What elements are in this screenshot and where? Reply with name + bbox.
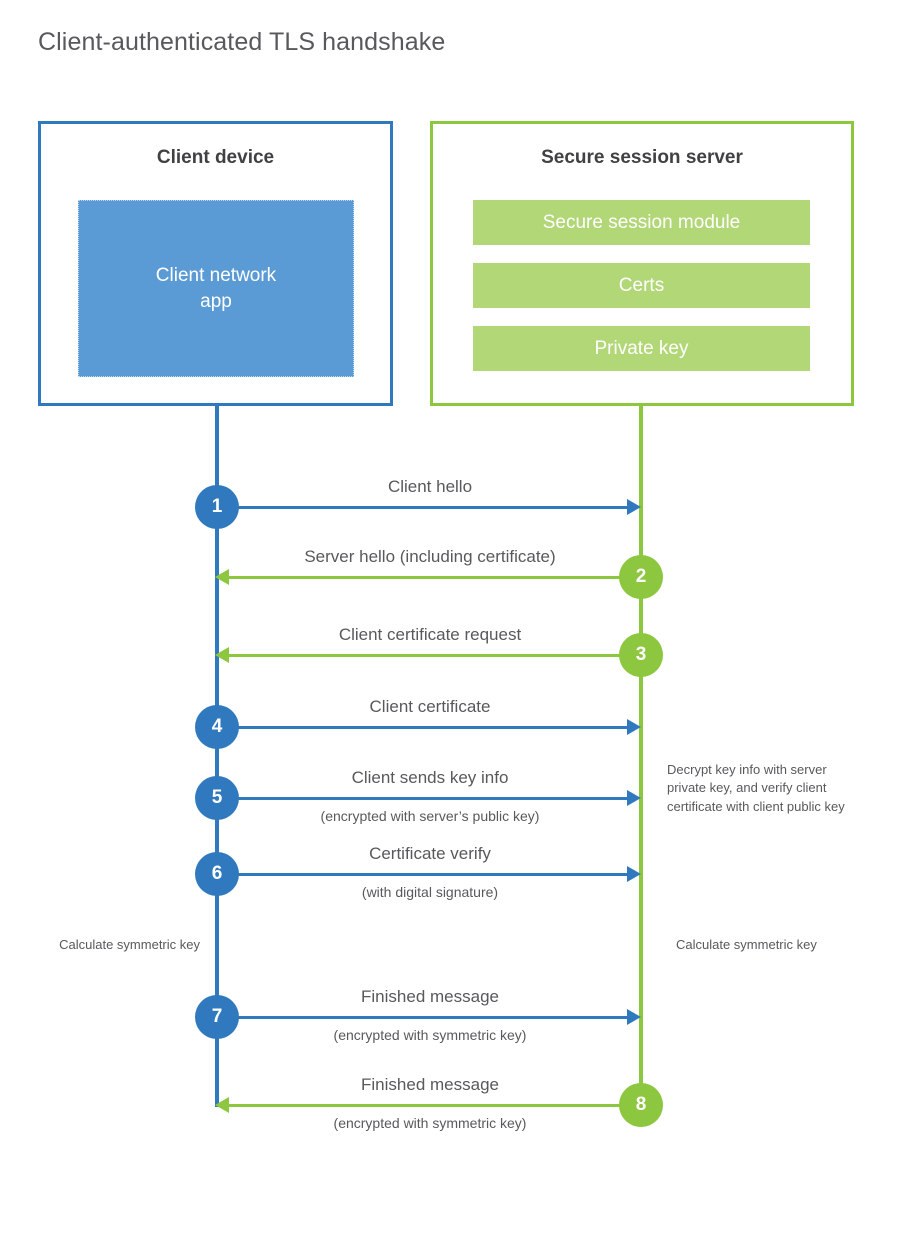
page-title: Client-authenticated TLS handshake	[38, 28, 446, 56]
message-label-2: Server hello (including certificate)	[304, 547, 556, 566]
secure-session-server-box: Secure session server Secure session mod…	[430, 121, 854, 406]
annotation-calculate-symmetric-key-server: Calculate symmetric key	[676, 937, 817, 952]
arrow-head-8	[215, 1097, 229, 1113]
arrow-line-5	[217, 797, 629, 800]
step-circle-2: 2	[619, 555, 663, 599]
message-label-1: Client hello	[387, 477, 473, 496]
message-label-4: Client certificate	[369, 697, 491, 716]
annotation-decrypt-key-info: Decrypt key info with server private key…	[667, 762, 845, 814]
message-label-8: Finished message	[361, 1075, 499, 1094]
step-circle-1: 1	[195, 485, 239, 529]
message-sublabel-5: (encrypted with server’s public key)	[320, 808, 540, 824]
arrow-line-4	[217, 726, 629, 729]
arrow-head-3	[215, 647, 229, 663]
message-sublabel-6: (with digital signature)	[361, 884, 499, 900]
message-label-3: Client certificate request	[338, 625, 522, 644]
step-circle-7: 7	[195, 995, 239, 1039]
arrow-head-5	[627, 790, 641, 806]
arrow-head-4	[627, 719, 641, 735]
arrow-line-8	[229, 1104, 641, 1107]
arrow-head-1	[627, 499, 641, 515]
arrow-line-3	[229, 654, 641, 657]
step-circle-6: 6	[195, 852, 239, 896]
server-component-private-key: Private key	[473, 326, 810, 371]
message-label-5: Client sends key info	[351, 768, 509, 787]
arrow-head-7	[627, 1009, 641, 1025]
client-device-title: Client device	[156, 147, 275, 168]
message-sublabel-7: (encrypted with symmetric key)	[333, 1027, 527, 1043]
step-circle-8: 8	[619, 1083, 663, 1127]
secure-session-server-title: Secure session server	[541, 147, 743, 168]
message-label-7: Finished message	[361, 987, 499, 1006]
server-lifeline	[639, 405, 643, 1107]
arrow-line-1	[217, 506, 629, 509]
message-label-6: Certificate verify	[369, 844, 491, 863]
step-circle-5: 5	[195, 776, 239, 820]
arrow-head-2	[215, 569, 229, 585]
arrow-line-2	[229, 576, 641, 579]
arrow-line-6	[217, 873, 629, 876]
step-circle-3: 3	[619, 633, 663, 677]
arrow-head-6	[627, 866, 641, 882]
step-circle-4: 4	[195, 705, 239, 749]
server-component-secure-session-module: Secure session module	[473, 200, 810, 245]
server-component-certs: Certs	[473, 263, 810, 308]
message-sublabel-8: (encrypted with symmetric key)	[333, 1115, 527, 1131]
arrow-line-7	[217, 1016, 629, 1019]
annotation-calculate-symmetric-key-client: Calculate symmetric key	[59, 937, 200, 952]
client-lifeline	[215, 405, 219, 1107]
